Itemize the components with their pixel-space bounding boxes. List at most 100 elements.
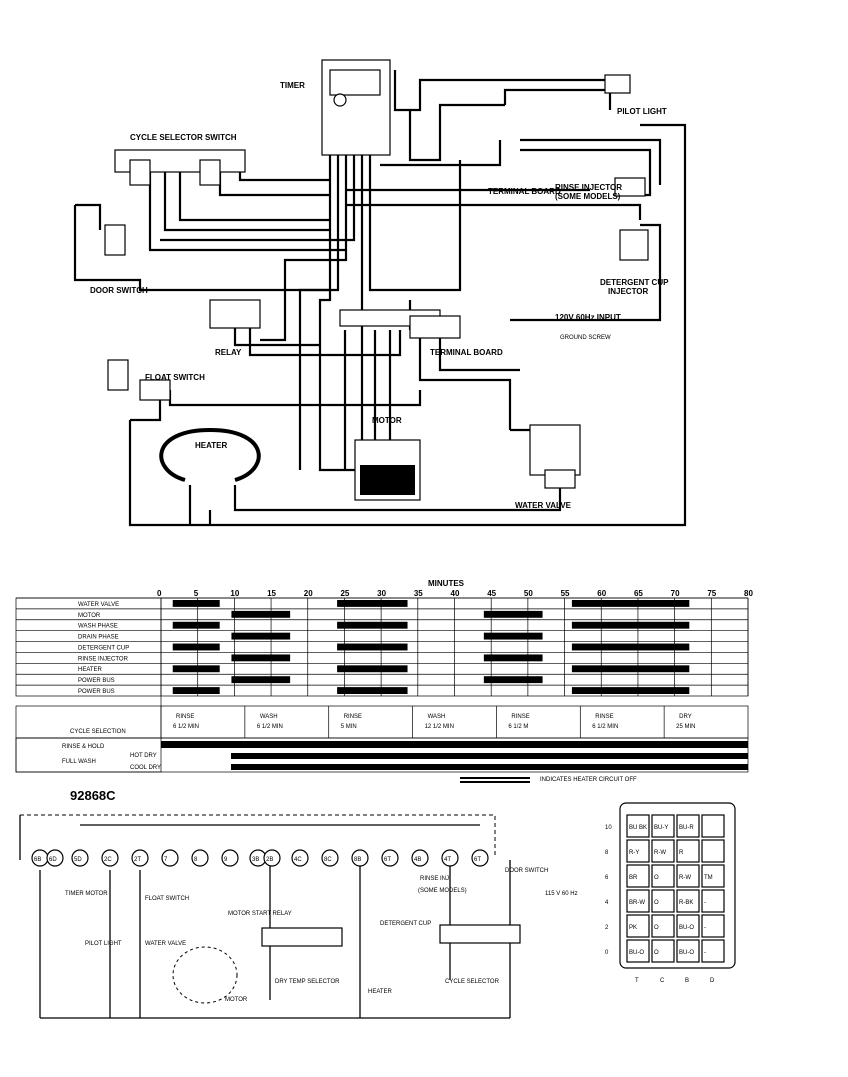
pin-number: 6	[605, 875, 609, 881]
terminal-label: 8	[194, 857, 198, 863]
phase-time: 6 1/2 M	[508, 724, 528, 730]
terminal-label: 6B	[34, 857, 41, 863]
minute-tick: 75	[707, 589, 716, 598]
minute-tick: 5	[194, 589, 199, 598]
phase-name: RINSE	[344, 714, 362, 720]
minute-tick: 40	[451, 589, 460, 598]
timing-bar	[172, 643, 220, 651]
connector-col-label: B	[685, 978, 689, 984]
function-label: POWER BUS	[78, 678, 115, 684]
terminal-circle	[381, 849, 399, 867]
connector-cell	[701, 914, 725, 938]
lbl-terminal-board-1: TERMINAL BOARD	[488, 187, 561, 196]
minute-tick: 60	[597, 589, 606, 598]
phase-name: RINSE	[176, 714, 194, 720]
connector-cell	[651, 814, 675, 838]
pilot-light	[604, 74, 631, 94]
timing-bar	[571, 687, 690, 694]
connector-cell-label: TM	[704, 875, 713, 881]
lbl-timer: TIMER	[280, 81, 305, 90]
timing-bar	[337, 621, 408, 629]
connector-cell-label: -	[704, 900, 706, 906]
connector-cell	[651, 939, 675, 963]
terminal-circle	[101, 849, 119, 867]
connector-cell-label: BU-O	[629, 950, 644, 956]
terminal-circle	[191, 849, 209, 867]
float-switch	[107, 359, 129, 391]
lbl-rinse-inj: RINSE INJ.	[420, 876, 451, 882]
connector-cell	[701, 814, 725, 838]
phase-name: RINSE	[595, 714, 613, 720]
timing-bar	[172, 600, 220, 607]
connector-cell	[676, 864, 700, 888]
timing-bar	[483, 654, 543, 662]
lbl-water-valve: WATER VALVE	[515, 501, 572, 510]
connector-cell	[701, 839, 725, 863]
lbl-dry-temp: DRY TEMP SELECTOR	[275, 979, 340, 985]
lbl-door-switch: DOOR SWITCH	[505, 868, 548, 874]
connector-cell-label: BU-O	[679, 950, 694, 956]
door-switch	[104, 224, 126, 256]
lbl-rinse-injector-note: (SOME MODELS)	[555, 192, 621, 201]
legend-text: INDICATES HEATER CIRCUIT OFF	[540, 777, 637, 783]
terminal-label: 2C	[104, 857, 112, 863]
lbl-timer-motor: TIMER MOTOR	[65, 891, 108, 897]
terminal-circle	[221, 849, 239, 867]
timing-bar	[231, 654, 291, 662]
connector-cell-label: BU-Y	[654, 825, 668, 831]
terminal-label: 7	[164, 857, 168, 863]
connector-cell	[676, 839, 700, 863]
connector-cell-label: BU BK	[629, 825, 647, 831]
minute-tick: 65	[634, 589, 643, 598]
lbl-heater: HEATER	[195, 441, 228, 450]
minute-tick: 10	[230, 589, 239, 598]
minute-tick: 0	[157, 589, 162, 598]
connector-cell	[676, 939, 700, 963]
pin-number: 2	[605, 925, 609, 931]
connector-cell	[626, 839, 650, 863]
function-label: RINSE INJECTOR	[78, 656, 129, 662]
lbl-door-switch: DOOR SWITCH	[90, 286, 148, 295]
phase-time: 25 MIN	[676, 724, 695, 730]
lbl-motor: MOTOR	[372, 416, 402, 425]
connector-cell	[626, 814, 650, 838]
function-label: HEATER	[78, 667, 103, 673]
cycle-selection-label: CYCLE SELECTION	[70, 729, 126, 735]
function-label: WATER VALVE	[78, 602, 119, 608]
phase-time: 6 1/2 MIN	[257, 724, 283, 730]
terminal-label: 2B	[266, 857, 273, 863]
timing-bar	[571, 665, 690, 673]
minute-tick: 25	[340, 589, 349, 598]
lbl-rinse-injector: RINSE INJECTOR	[555, 183, 622, 192]
connector-col-label: C	[660, 978, 665, 984]
lbl-input: 115 V 60 Hz	[545, 891, 578, 897]
terminal-circle	[321, 849, 339, 867]
terminal-label: 8C	[324, 857, 332, 863]
hot-dry-label: HOT DRY	[130, 753, 157, 759]
connector-cell	[626, 864, 650, 888]
connector-cell-label: BU-O	[679, 925, 694, 931]
terminal-circle	[71, 849, 89, 867]
connector-cell-label: PK	[629, 925, 637, 931]
lbl-water-valve: WATER VALVE	[145, 941, 186, 947]
connector-cell	[626, 889, 650, 913]
connector-cell-label: BU-R	[679, 825, 694, 831]
timing-bar	[172, 621, 220, 629]
pin-number: 8	[605, 850, 609, 856]
connector-cell-label: R-W	[654, 850, 666, 856]
phase-name: RINSE	[511, 714, 529, 720]
terminal-label: 8B	[354, 857, 361, 863]
relay	[209, 299, 261, 329]
timing-bar	[172, 665, 220, 673]
model-number: 92868C	[70, 788, 116, 803]
minute-tick: 80	[744, 589, 753, 598]
phase-time: 5 MIN	[341, 724, 357, 730]
detergent-cup-injector	[619, 229, 649, 261]
terminal-label: 4T	[444, 857, 451, 863]
function-label: WASH PHASE	[78, 624, 118, 630]
terminal-circle	[411, 849, 429, 867]
